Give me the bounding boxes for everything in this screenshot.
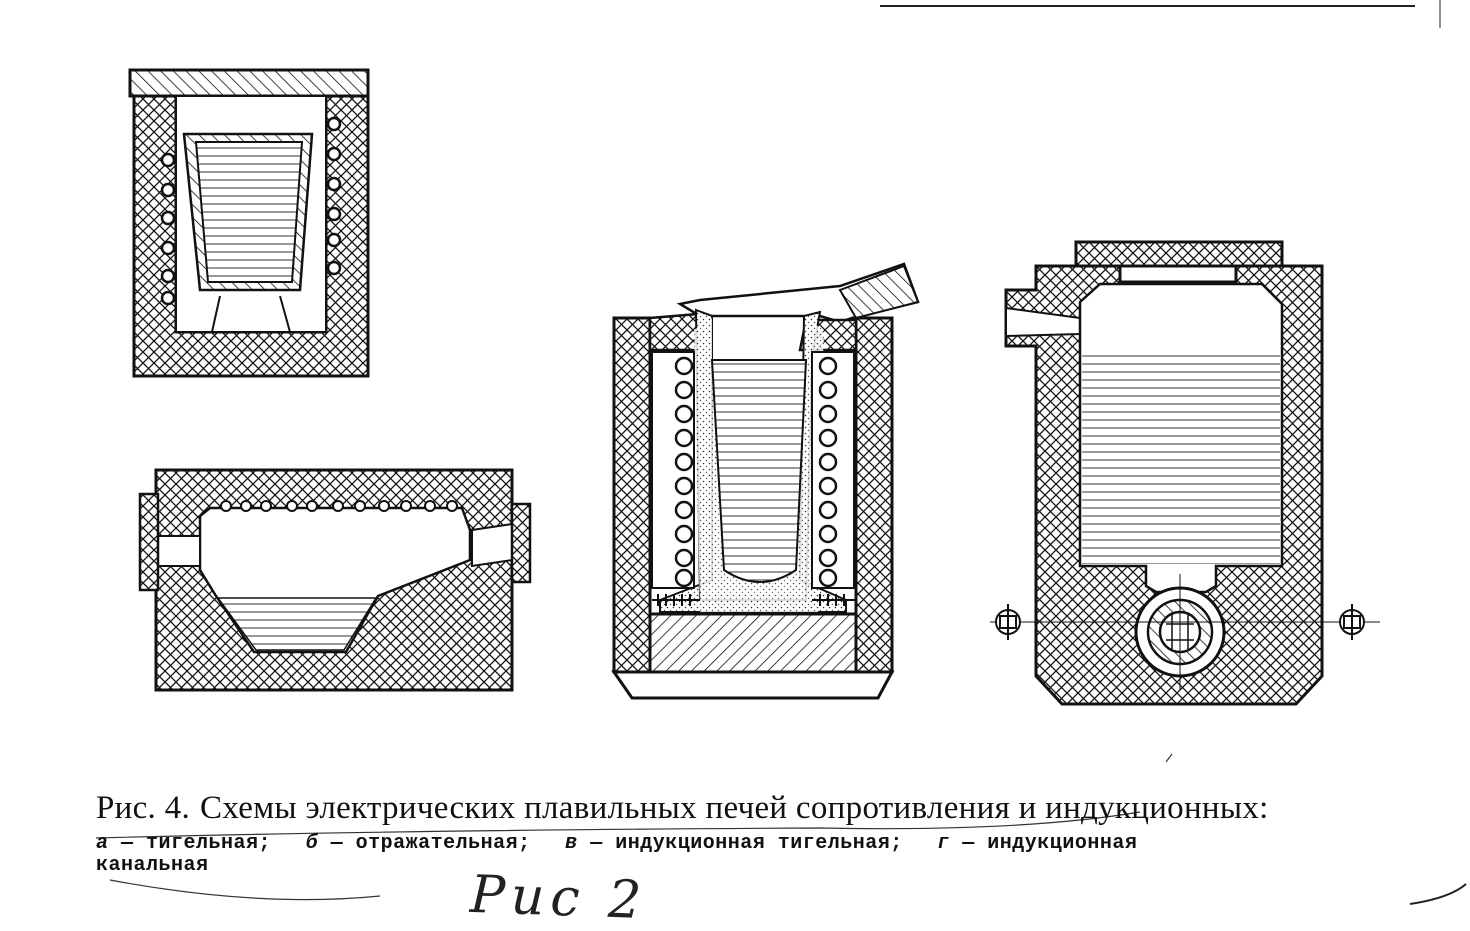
furnace-v-inductor-left: [674, 356, 694, 588]
legend-text-g: — индукционная: [962, 832, 1138, 855]
furnace-b-heaters: [220, 500, 458, 512]
furnace-b-electrode-left: [138, 492, 160, 592]
furnace-b-port-right: [471, 522, 513, 568]
furnace-v-base-rods: [652, 594, 856, 606]
pen-stroke-right: [1409, 883, 1467, 905]
furnace-b-electrode-right: [510, 502, 532, 584]
caption-legend: а — тигельная; б — отражательная; в — ин…: [96, 833, 1436, 877]
figure-caption: Рис. 4.Схемы электрических плавильных пе…: [96, 790, 1436, 877]
legend-text-a: — тигельная;: [121, 832, 272, 855]
furnace-v-base: [648, 612, 858, 674]
furnace-v-inductor-right: [818, 356, 838, 588]
legend-text-b: — отражательная;: [330, 832, 531, 855]
furnace-b-melt: [216, 597, 378, 651]
furnace-a-stand: [211, 295, 291, 333]
scan-tick: [1165, 753, 1173, 763]
caption-title-line: Рис. 4.Схемы электрических плавильных пе…: [96, 790, 1436, 827]
furnace-g-melt: [1082, 350, 1280, 564]
furnace-a-lid: [128, 68, 370, 98]
furnace-a-crucible: [128, 68, 370, 378]
legend-tail: канальная: [96, 854, 209, 877]
furnace-g-marker-right: [1339, 604, 1365, 640]
furnace-a-heater-left: [160, 152, 176, 306]
furnace-v-wall-right: [854, 316, 894, 674]
legend-letter-v: в: [565, 832, 578, 855]
furnace-a-melt: [194, 141, 304, 283]
handwritten-note: Рис 2: [469, 864, 649, 931]
furnace-g-induction-channel: [990, 240, 1380, 706]
furnace-v-induction-crucible: [611, 262, 920, 700]
furnace-b-port-left: [157, 535, 201, 567]
legend-letter-g: г: [937, 832, 950, 855]
furnace-g-marker-left: [995, 604, 1021, 640]
furnace-b-reverberatory: [138, 468, 532, 692]
legend-letter-a: а: [96, 832, 109, 855]
pen-stroke-bottom: [109, 879, 381, 901]
furnace-a-heater-right: [326, 116, 342, 276]
legend-letter-b: б: [305, 832, 319, 855]
caption-title: Схемы электрических плавильных печей соп…: [200, 790, 1269, 826]
furnace-v-foot: [611, 670, 895, 700]
furnace-g-lid: [1074, 240, 1284, 268]
figure-number: Рис. 4.: [96, 790, 191, 826]
pen-stroke-caption: [95, 811, 1141, 839]
legend-text-v: — индукционная тигельная;: [590, 832, 903, 855]
furnace-v-spout-lip: [838, 264, 920, 320]
furnace-v-wall-left: [612, 316, 652, 674]
